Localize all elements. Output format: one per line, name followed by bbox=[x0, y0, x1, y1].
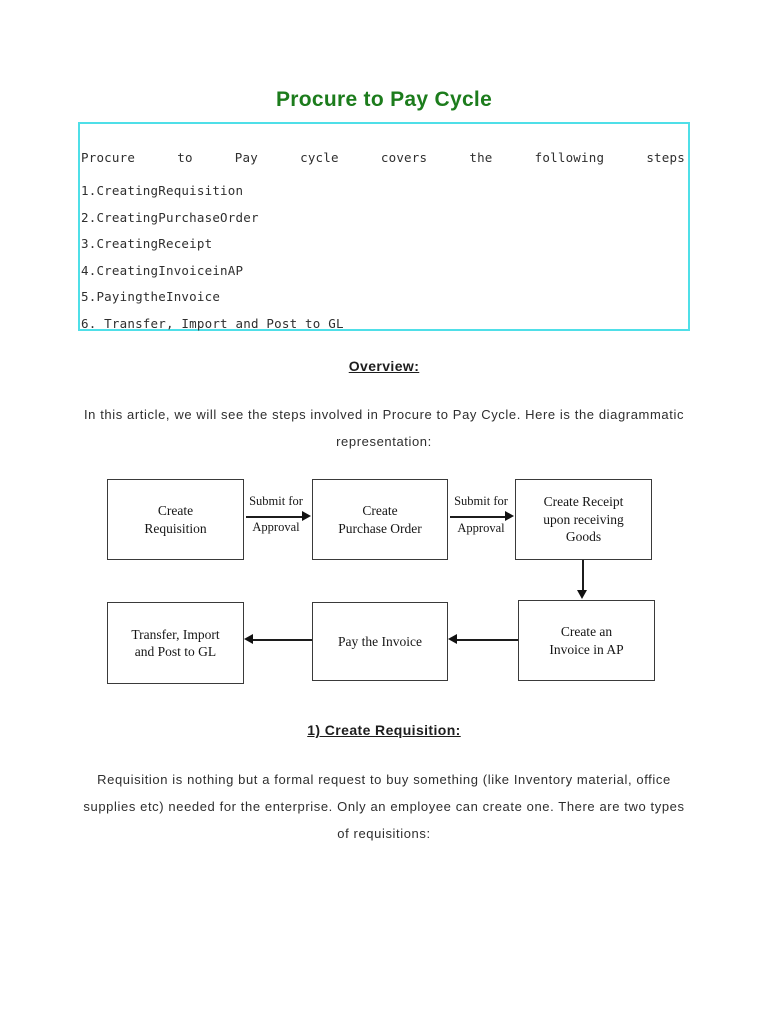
node-label-line: Pay the Invoice bbox=[338, 633, 422, 649]
node-label-line: upon receiving bbox=[543, 511, 624, 527]
steps-list: 1.CreatingRequisition 2.CreatingPurchase… bbox=[81, 178, 686, 337]
intro-word: Procure bbox=[81, 150, 136, 165]
intro-word: Pay bbox=[234, 150, 258, 165]
arrow-line-po-to-receipt bbox=[450, 516, 505, 518]
node-label-line: Requisition bbox=[144, 520, 207, 536]
arrow-head-icon bbox=[505, 511, 514, 521]
page-title: Procure to Pay Cycle bbox=[275, 88, 493, 111]
flow-node-pay-invoice: Pay the Invoice bbox=[312, 602, 448, 681]
flow-node-create-receipt: Create Receipt upon receiving Goods bbox=[515, 479, 652, 560]
overview-paragraph: In this article, we will see the steps i… bbox=[48, 401, 720, 455]
step-item-2: 2.CreatingPurchaseOrder bbox=[81, 209, 259, 225]
arrow-line-req-to-po bbox=[246, 516, 303, 518]
intro-word: the bbox=[469, 150, 493, 165]
arrow-line-receipt-to-invoice bbox=[582, 560, 584, 591]
arrow-head-icon bbox=[244, 634, 253, 644]
connector-label-submit-for: Submit for bbox=[249, 494, 303, 508]
intro-word: following bbox=[534, 150, 605, 165]
paragraph-line: of requisitions: bbox=[337, 826, 431, 841]
paragraph-line: representation: bbox=[336, 434, 432, 449]
create-requisition-heading: 1) Create Requisition: bbox=[307, 722, 461, 738]
flow-node-create-purchase-order: Create Purchase Order bbox=[312, 479, 448, 560]
paragraph-line: In this article, we will see the steps i… bbox=[83, 407, 685, 422]
node-label-line: Transfer, Import bbox=[131, 626, 220, 642]
node-label-line: Goods bbox=[565, 529, 602, 545]
arrow-line-invoice-to-pay bbox=[457, 639, 518, 641]
steps-summary-box: Procure to Pay cycle covers the followin… bbox=[78, 122, 690, 331]
intro-word: cycle bbox=[300, 150, 339, 165]
step-item-5: 5.PayingtheInvoice bbox=[81, 289, 221, 304]
arrow-head-icon bbox=[302, 511, 311, 521]
overview-heading: Overview: bbox=[348, 358, 420, 374]
arrow-head-icon bbox=[577, 590, 587, 599]
intro-word: steps bbox=[646, 150, 685, 165]
node-label-line: Invoice in AP bbox=[549, 641, 624, 657]
paragraph-line: supplies etc) needed for the enterprise.… bbox=[83, 799, 685, 814]
flow-node-create-requisition: Create Requisition bbox=[107, 479, 244, 560]
node-label-line: and Post to GL bbox=[134, 644, 217, 659]
arrow-head-icon bbox=[448, 634, 457, 644]
step-item-6: 6. Transfer, Import and Post to GL bbox=[81, 315, 344, 331]
flow-node-create-invoice-ap: Create an Invoice in AP bbox=[518, 600, 655, 681]
create-requisition-paragraph: Requisition is nothing but a formal requ… bbox=[48, 766, 720, 847]
node-label-line: Purchase Order bbox=[338, 520, 422, 536]
step-item-3: 3.CreatingReceipt bbox=[81, 236, 213, 251]
connector-label-approval: Approval bbox=[252, 520, 300, 534]
node-label-line: Create Receipt bbox=[543, 494, 624, 510]
flow-node-transfer-import-post-gl: Transfer, Import and Post to GL bbox=[107, 602, 244, 684]
node-label-line: Create an bbox=[560, 624, 613, 639]
connector-label-submit-for: Submit for bbox=[454, 494, 508, 508]
intro-word: covers bbox=[380, 150, 428, 165]
step-item-1: 1.CreatingRequisition bbox=[81, 183, 244, 198]
connector-label-approval: Approval bbox=[457, 521, 505, 535]
paragraph-line: Requisition is nothing but a formal requ… bbox=[97, 772, 671, 787]
intro-word: to bbox=[177, 150, 193, 165]
step-item-4: 4.CreatingInvoiceinAP bbox=[81, 262, 244, 278]
steps-intro-line: Procure to Pay cycle covers the followin… bbox=[81, 150, 685, 165]
arrow-line-pay-to-transfer bbox=[252, 639, 312, 641]
node-label-line: Create bbox=[157, 503, 194, 518]
node-label-line: Create bbox=[362, 503, 398, 518]
